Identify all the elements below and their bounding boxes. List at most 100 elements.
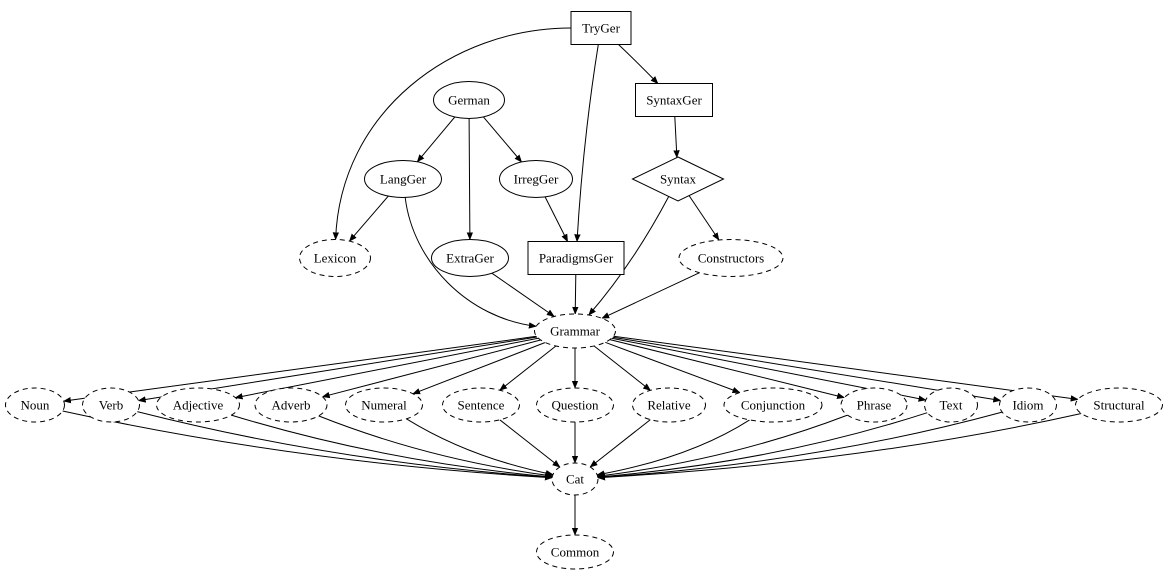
edge-idiom-cat bbox=[597, 411, 1003, 481]
node-shape-text bbox=[924, 387, 978, 423]
node-relative: Relative bbox=[632, 387, 706, 423]
node-shape-question bbox=[536, 387, 614, 423]
node-shape-paradigmsger bbox=[527, 241, 625, 275]
node-conjunction: Conjunction bbox=[723, 387, 823, 423]
node-shape-sentence bbox=[442, 387, 520, 423]
node-shape-extrager bbox=[431, 239, 509, 277]
node-shape-idiom bbox=[999, 387, 1057, 423]
node-shape-german bbox=[433, 81, 505, 119]
node-label-tryger: TryGer bbox=[582, 20, 620, 35]
node-label-phrase: Phrase bbox=[857, 397, 892, 412]
edge-structural-cat bbox=[597, 413, 1082, 481]
node-shape-noun bbox=[5, 387, 65, 423]
node-label-irregger: IrregGer bbox=[514, 171, 559, 186]
node-lexicon: Lexicon bbox=[299, 239, 371, 277]
node-shape-adjective bbox=[156, 387, 240, 423]
edge-langger-grammar bbox=[404, 197, 537, 329]
edge-constructors-grammar bbox=[601, 272, 700, 319]
node-label-paradigmsger: ParadigmsGer bbox=[539, 250, 614, 265]
edge-noun-cat bbox=[62, 410, 553, 481]
node-label-numeral: Numeral bbox=[361, 397, 407, 412]
node-syntaxger: SyntaxGer bbox=[635, 83, 713, 117]
edge-grammar-conjunction bbox=[605, 341, 741, 393]
node-verb: Verb bbox=[82, 387, 140, 423]
edge-tryger-syntaxger bbox=[618, 44, 659, 85]
node-shape-structural bbox=[1075, 387, 1163, 423]
node-question: Question bbox=[536, 387, 614, 423]
node-extrager: ExtraGer bbox=[431, 239, 509, 277]
edge-syntax-grammar bbox=[588, 196, 670, 316]
node-phrase: Phrase bbox=[840, 387, 908, 423]
node-label-cat: Cat bbox=[566, 471, 584, 486]
node-constructors: Constructors bbox=[678, 239, 784, 277]
edge-grammar-relative bbox=[593, 345, 652, 391]
edge-tryger-paradigmsger bbox=[574, 44, 599, 243]
node-paradigmsger: ParadigmsGer bbox=[527, 241, 625, 275]
node-cat: Cat bbox=[551, 462, 599, 496]
node-sentence: Sentence bbox=[442, 387, 520, 423]
edge-sentence-cat bbox=[499, 419, 561, 468]
node-shape-verb bbox=[82, 387, 140, 423]
edge-grammar-idiom bbox=[612, 336, 1002, 403]
node-tryger: TryGer bbox=[570, 11, 632, 45]
edge-german-extrager bbox=[466, 118, 474, 241]
node-label-syntaxger: SyntaxGer bbox=[646, 92, 702, 107]
edge-german-irregger bbox=[483, 116, 523, 163]
node-label-syntax: Syntax bbox=[660, 171, 697, 186]
edge-grammar-structural bbox=[613, 335, 1079, 402]
edge-verb-cat bbox=[137, 411, 553, 481]
node-label-lexicon: Lexicon bbox=[314, 250, 357, 265]
edge-grammar-sentence bbox=[499, 345, 557, 391]
edge-langger-lexicon bbox=[348, 195, 389, 242]
node-shape-syntax bbox=[631, 156, 725, 202]
edge-syntax-constructors bbox=[688, 195, 720, 241]
edge-syntaxger-syntax bbox=[673, 116, 680, 159]
node-shape-numeral bbox=[345, 387, 423, 423]
edge-grammar-noun bbox=[62, 335, 537, 404]
node-structural: Structural bbox=[1075, 387, 1163, 423]
edge-tryger-lexicon bbox=[332, 27, 572, 241]
edge-conjunction-cat bbox=[596, 419, 750, 477]
node-shape-langger bbox=[364, 160, 442, 198]
node-label-relative: Relative bbox=[647, 397, 691, 412]
node-langger: LangGer bbox=[364, 160, 442, 198]
node-shape-syntaxger bbox=[635, 83, 713, 117]
node-common: Common bbox=[536, 534, 614, 570]
node-label-adverb: Adverb bbox=[272, 397, 311, 412]
node-label-conjunction: Conjunction bbox=[741, 397, 806, 412]
node-label-text: Text bbox=[940, 397, 963, 412]
edge-grammar-numeral bbox=[412, 342, 546, 395]
edges-layer bbox=[62, 27, 1082, 536]
node-shape-tryger bbox=[570, 11, 632, 45]
node-label-structural: Structural bbox=[1093, 397, 1145, 412]
node-label-common: Common bbox=[551, 544, 600, 559]
node-label-german: German bbox=[448, 92, 490, 107]
node-shape-cat bbox=[551, 462, 599, 496]
node-adverb: Adverb bbox=[254, 387, 328, 423]
edge-adjective-cat bbox=[231, 414, 553, 480]
node-irregger: IrregGer bbox=[499, 160, 573, 198]
node-shape-adverb bbox=[254, 387, 328, 423]
node-shape-phrase bbox=[840, 387, 908, 423]
node-adjective: Adjective bbox=[156, 387, 240, 423]
node-shape-relative bbox=[632, 387, 706, 423]
node-label-question: Question bbox=[552, 397, 599, 412]
node-shape-constructors bbox=[678, 239, 784, 277]
edge-german-langger bbox=[416, 116, 456, 163]
node-german: German bbox=[433, 81, 505, 119]
edge-phrase-cat bbox=[596, 414, 848, 479]
edge-grammar-phrase bbox=[609, 339, 846, 399]
edge-grammar-adverb bbox=[321, 339, 541, 399]
node-idiom: Idiom bbox=[999, 387, 1057, 423]
edge-irregger-paradigmsger bbox=[544, 196, 569, 243]
node-shape-conjunction bbox=[723, 387, 823, 423]
node-numeral: Numeral bbox=[345, 387, 423, 423]
edge-adverb-cat bbox=[318, 415, 554, 479]
node-label-verb: Verb bbox=[99, 397, 124, 412]
edge-relative-cat bbox=[589, 419, 651, 468]
node-shape-irregger bbox=[499, 160, 573, 198]
node-shape-grammar bbox=[534, 313, 616, 349]
